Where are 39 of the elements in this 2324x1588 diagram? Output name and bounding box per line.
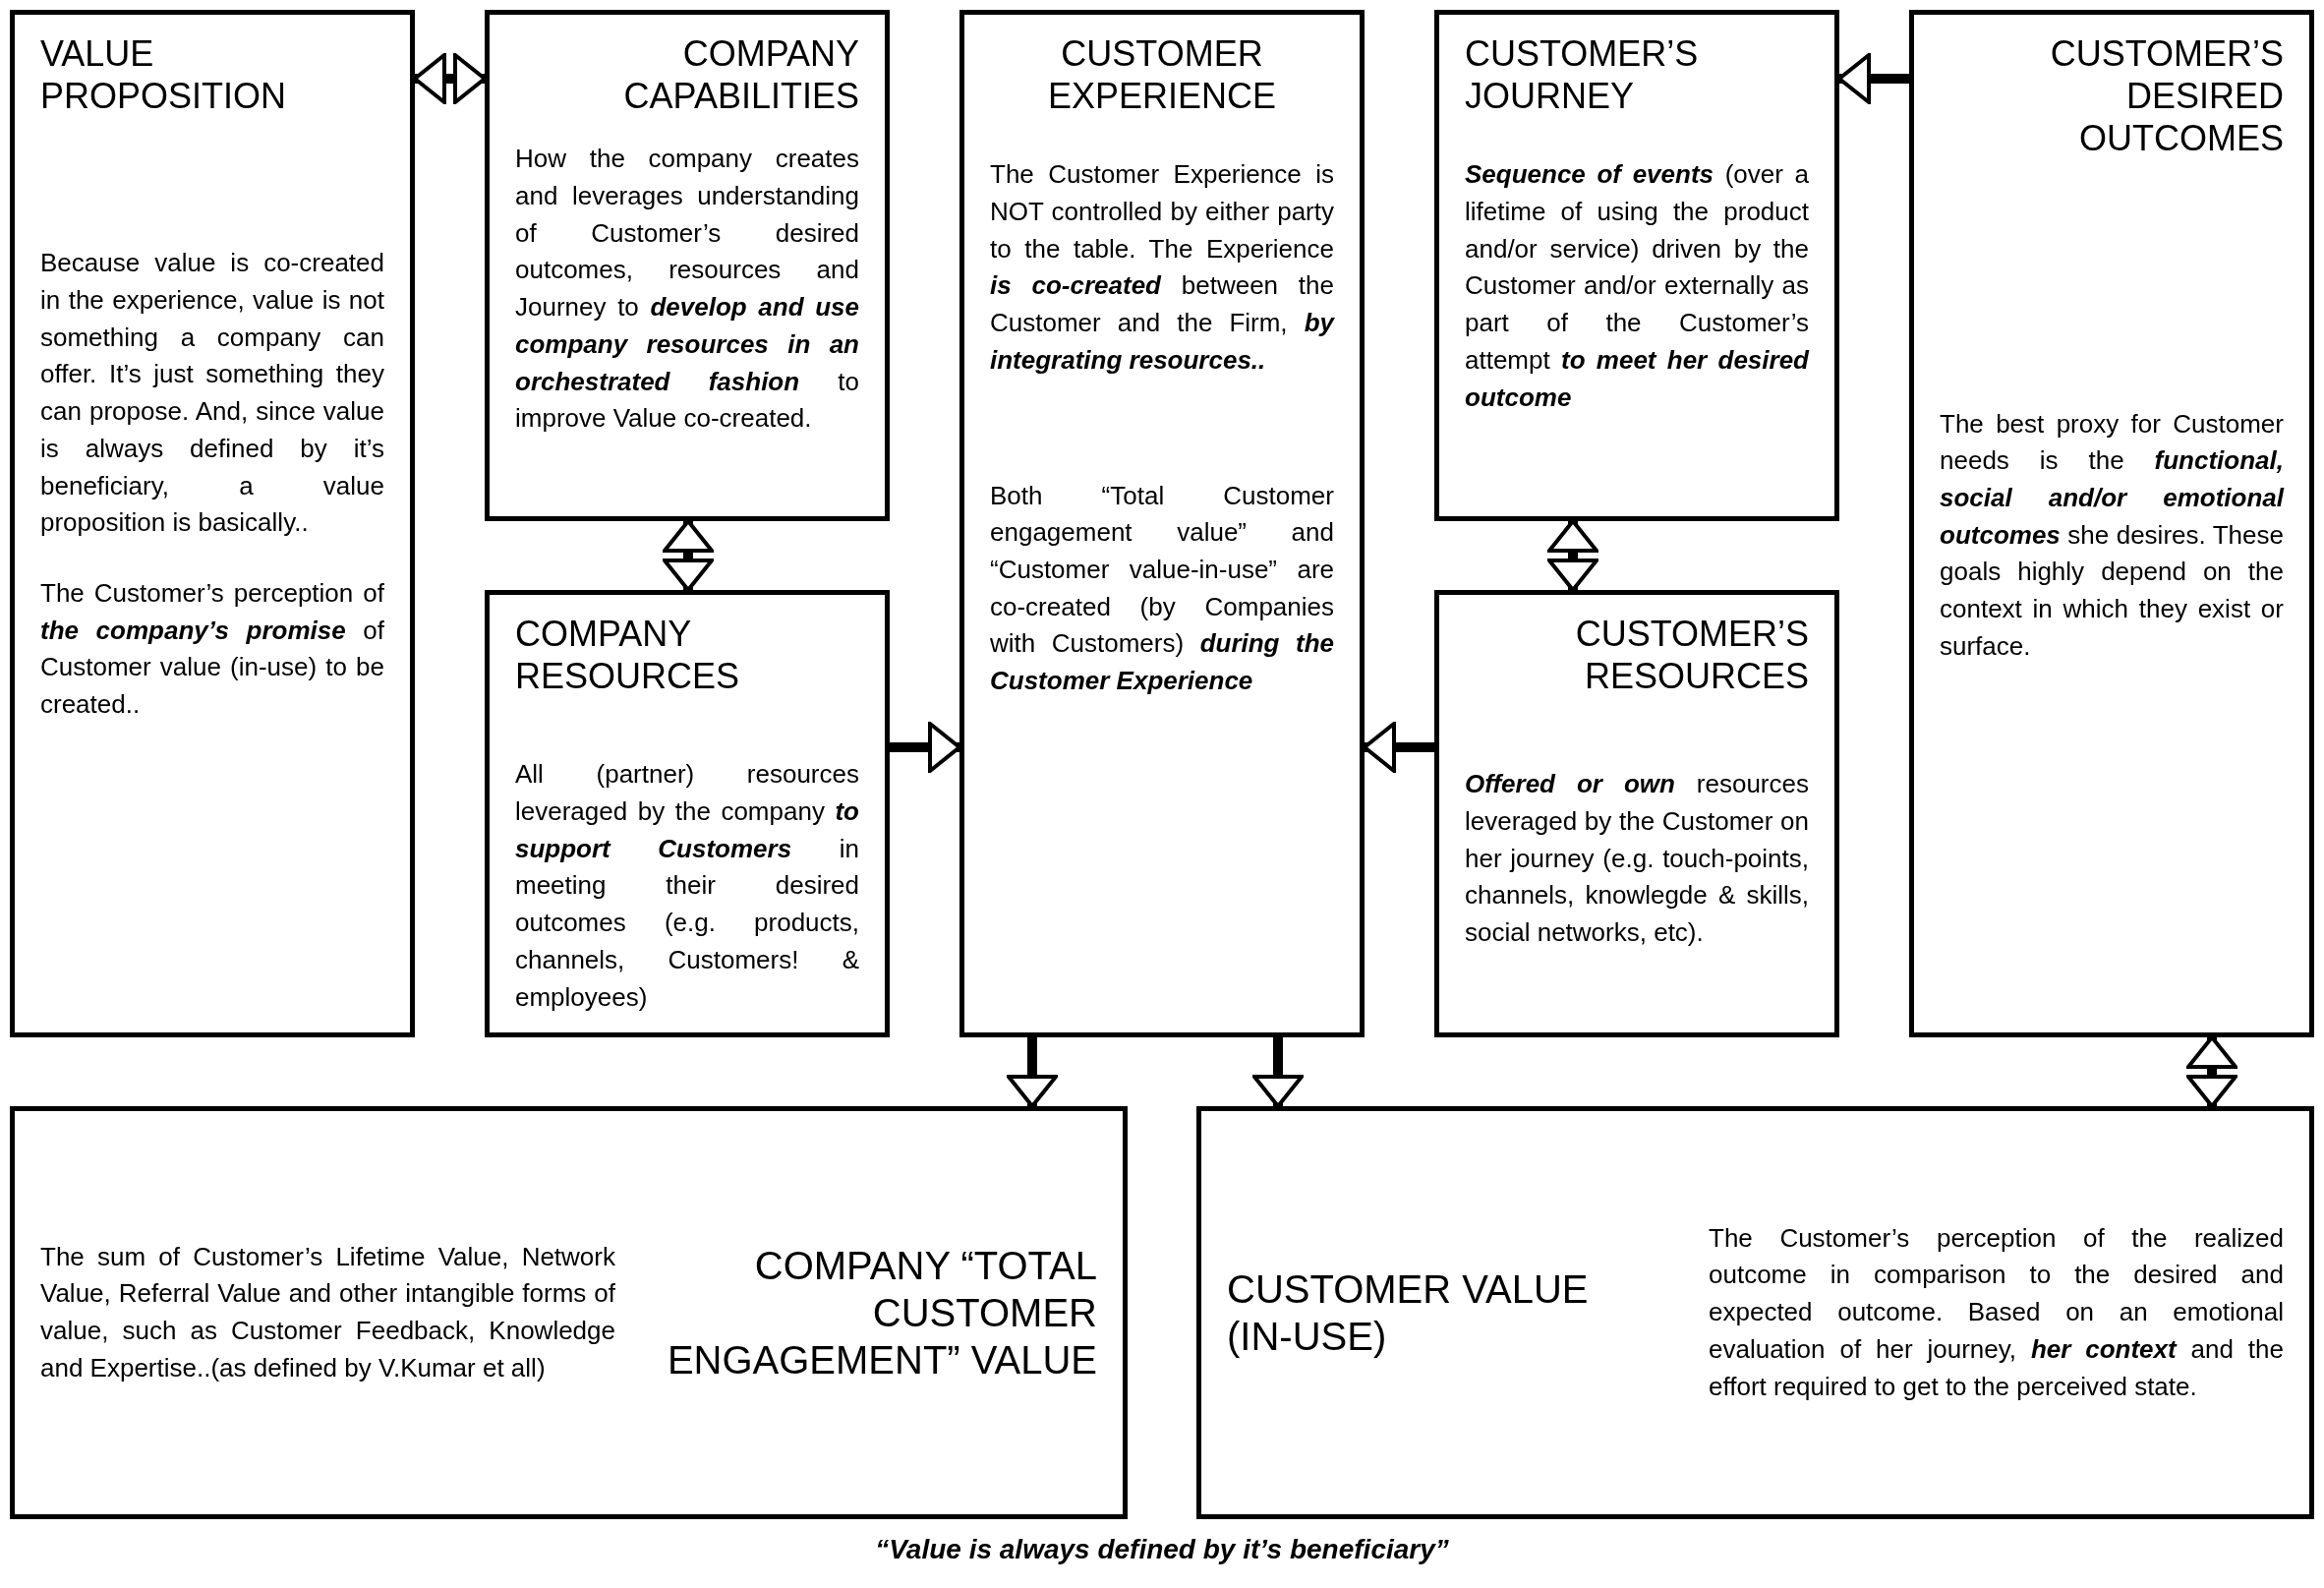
- canvas-cell: [10, 1106, 1128, 1519]
- block-arrow: [1252, 1037, 1304, 1108]
- canvas-cell: [485, 10, 890, 521]
- description-text: Sequence of events (over a lifetime of using the product and/or service) driven by the Customer and/or externally as part of the Customer’s attempt to meet her desired outcome: [1465, 158, 1809, 414]
- canvas-cell: [485, 590, 890, 1037]
- cell-title: COMPANY RESOURCES: [515, 613, 741, 698]
- cell-title: COMPANY “TOTAL CUSTOMER ENGAGEMENT” VALUE: [666, 1243, 1097, 1383]
- canvas-cell: [1434, 590, 1839, 1037]
- cell-title: CUSTOMER VALUE (IN-USE): [1227, 1266, 1590, 1360]
- block-arrow: [890, 722, 961, 773]
- cell-title: CUSTOMER’S DESIRED OUTCOMES: [2049, 32, 2284, 160]
- block-arrow: [1547, 519, 1598, 592]
- description-text: The Customer’s perception of the realized outcome in comparison to the desired and expected outcome. Based on an emotional evaluation of her journey, her context and the effort required to get to the perceived state.: [1709, 1221, 2284, 1403]
- description-text: The sum of Customer’s Lifetime Value, Network Value, Referral Value and other intangible forms of value, such as Customer Feedback, Knowledge and Expertise..(as defined by V.Kumar et all): [40, 1240, 615, 1384]
- cell-title: VALUE PROPOSITION: [40, 32, 288, 118]
- cell-title: COMPANY CAPABILITIES: [622, 32, 859, 118]
- block-arrow: [663, 519, 714, 592]
- block-arrow: [1007, 1037, 1058, 1108]
- description-text: The Customer Experience is NOT controlled by either party to the table. The Experience is co-created between the Customer and the Firm, by integrating resources..: [990, 158, 1334, 377]
- block-arrow: [413, 53, 487, 104]
- description-text: Because value is co-created in the experience, value is not something a company can offer. It’s just something they can propose. And, since value is always defined by it’s beneficiary, a value proposition is basically..: [40, 247, 384, 540]
- description-text: All (partner) resources leveraged by the company to support Customers in meeting their desired outcomes (e.g. products, channels, Customers! & employees): [515, 758, 859, 1014]
- description-text: Offered or own resources leveraged by the Customer on her journey (e.g. touch-points, channels, knowlegde & skills, social networks, etc).: [1465, 768, 1809, 950]
- caption: “Value is always defined by it’s beneficiary”: [874, 1534, 1450, 1565]
- block-arrow: [1363, 722, 1434, 773]
- description-text: Both “Total Customer engagement value” and “Customer value-in-use” are co-created (by Companies with Customers) during the Customer Experience: [990, 479, 1334, 697]
- description-text: The Customer’s perception of the company’s promise of Customer value (in-use) to be created..: [40, 576, 384, 721]
- cell-title: CUSTOMER’S RESOURCES: [1574, 613, 1809, 698]
- description-text: The best proxy for Customer needs is the functional, social and/or emotional outcomes she desires. These goals highly depend on the context in which they exist or surface.: [1940, 407, 2284, 663]
- canvas-cell: [1909, 10, 2314, 1037]
- canvas-cell: [959, 10, 1365, 1037]
- description-text: How the company creates and leverages understanding of Customer’s desired outcomes, resources and Journey to develop and use company resources in an orchestrated fashion to improve Value co-created.: [515, 143, 859, 436]
- canvas-cell: [1434, 10, 1839, 521]
- cell-title: CUSTOMER EXPERIENCE: [1046, 32, 1278, 118]
- block-arrow: [1837, 53, 1909, 104]
- canvas-cell: [1196, 1106, 2314, 1519]
- cell-title: CUSTOMER’S JOURNEY: [1465, 32, 1700, 118]
- canvas-cell: [10, 10, 415, 1037]
- block-arrow: [2186, 1035, 2237, 1108]
